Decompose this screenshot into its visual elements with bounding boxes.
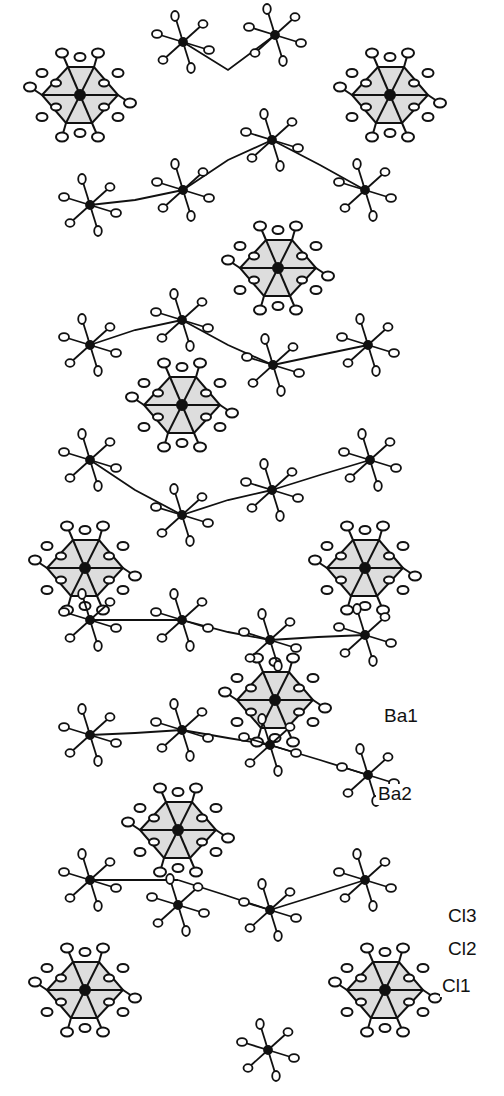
atom-label: Cl3 (446, 906, 479, 927)
atom-label: Cl2 (446, 939, 479, 960)
atom-label: Ba2 (376, 784, 414, 805)
atom-label: Ba1 (382, 706, 420, 727)
atom-label: Cl1 (440, 976, 473, 997)
